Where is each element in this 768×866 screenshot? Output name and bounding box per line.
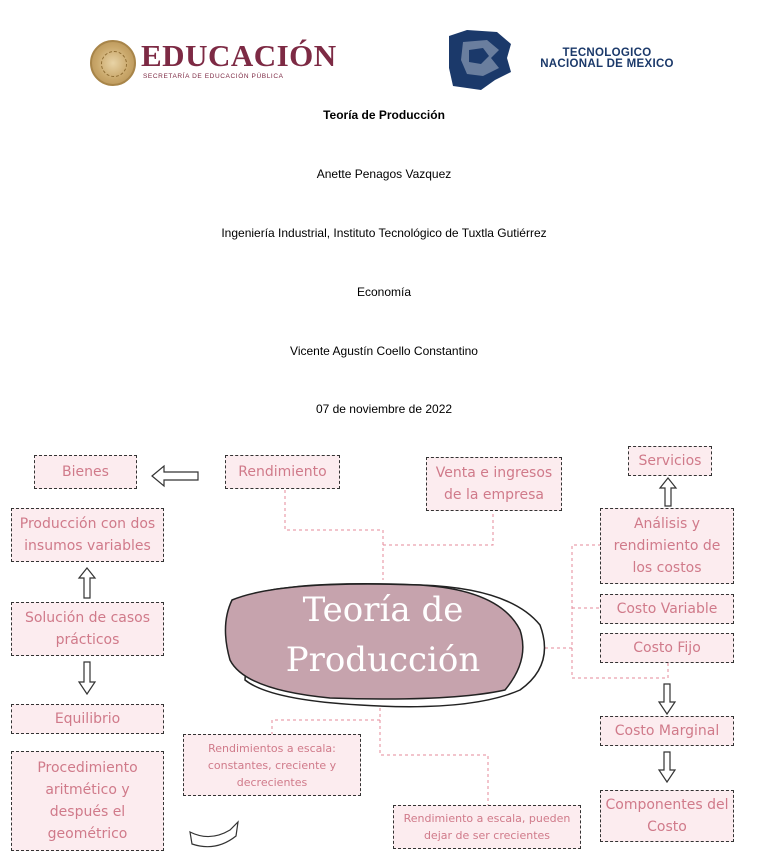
node-componentes: Componentes del Costo — [600, 790, 734, 842]
subject: Economía — [356, 285, 412, 299]
sep-subtitle: SECRETARÍA DE EDUCACIÓN PÚBLICA — [143, 73, 284, 80]
arrow-up-icon — [658, 477, 678, 507]
arrow-up-icon — [77, 567, 97, 599]
node-analisis: Análisis y rendimiento de los costos — [600, 508, 734, 584]
node-rendimiento: Rendimiento — [225, 455, 340, 489]
node-produccion: Producción con dos insumos variables — [11, 508, 164, 562]
center-bubble — [224, 583, 546, 708]
node-costo-variable: Costo Variable — [600, 594, 734, 624]
node-procedimiento: Procedimiento aritmético y después el ge… — [11, 751, 164, 851]
arrow-down-icon — [77, 661, 97, 696]
arrow-down-icon — [657, 683, 677, 716]
center-title: Teoría de Producción — [285, 590, 481, 680]
connector-lines — [271, 490, 669, 805]
sep-seal-logo — [90, 40, 136, 86]
node-costo-fijo: Costo Fijo — [600, 633, 734, 663]
date: 07 de noviembre de 2022 — [315, 402, 453, 416]
node-bienes: Bienes — [34, 455, 137, 489]
node-equilibrio: Equilibrio — [11, 704, 164, 734]
institution: Ingeniería Industrial, Instituto Tecnoló… — [221, 226, 547, 240]
node-servicios: Servicios — [628, 446, 712, 476]
node-solucion: Solución de casos prácticos — [11, 602, 164, 656]
tecnm-logo — [449, 30, 511, 90]
document-title: Teoría de Producción — [323, 108, 445, 122]
node-venta: Venta e ingresos de la empresa — [426, 457, 562, 511]
educacion-logo-text: EDUCACIÓN — [141, 38, 337, 73]
arrow-left-icon — [151, 464, 199, 488]
arrow-curve-icon — [189, 820, 239, 848]
teacher-name: Vicente Agustín Coello Constantino — [290, 344, 478, 358]
arrow-down-icon — [657, 751, 677, 784]
arrows — [77, 464, 678, 848]
tecnm-name-line1: TECNOLOGICO — [562, 47, 652, 59]
tecnm-name: TECNOLOGICO NACIONAL DE MEXICO — [527, 47, 687, 70]
author-name: Anette Penagos Vazquez — [316, 167, 452, 181]
node-rend-escala: Rendimientos a escala: constantes, creci… — [183, 734, 361, 796]
node-rend-dejar: Rendimiento a escala, pueden dejar de se… — [393, 805, 581, 849]
tecnm-name-line2: NACIONAL DE MEXICO — [540, 58, 674, 70]
node-costo-marginal: Costo Marginal — [600, 716, 734, 746]
